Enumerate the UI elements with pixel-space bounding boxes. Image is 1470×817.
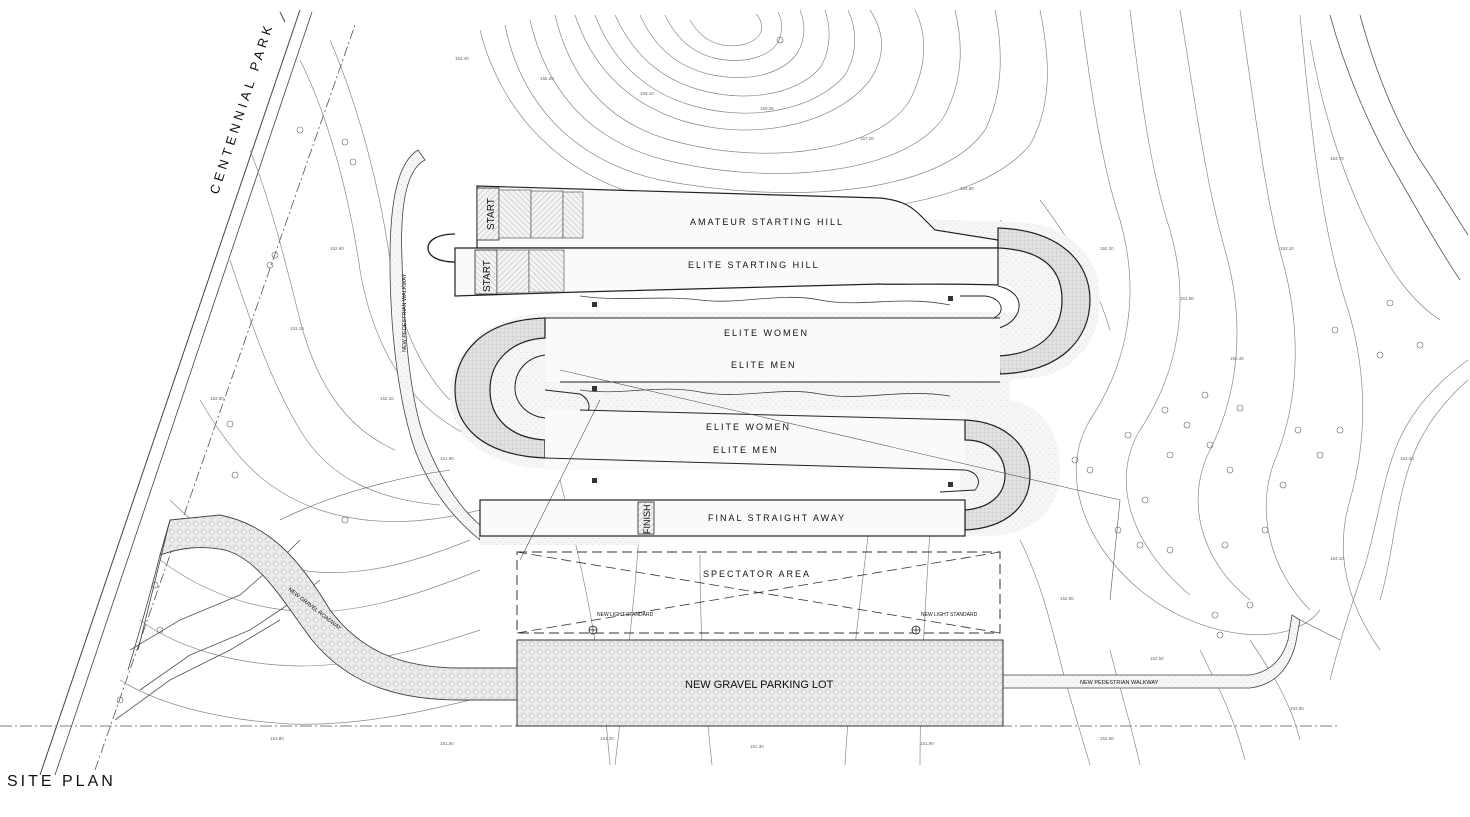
turn-left-middle bbox=[454, 317, 546, 459]
pedestrian-walkway-horizontal bbox=[1001, 614, 1301, 689]
elite-men-label-lower: ELITE MEN bbox=[713, 445, 779, 455]
tree-symbols bbox=[116, 36, 1424, 704]
svg-text:152.60: 152.60 bbox=[1100, 736, 1114, 741]
svg-text:157.20: 157.20 bbox=[860, 136, 874, 141]
gravel-roadway bbox=[159, 514, 519, 701]
light-standard-label-1: NEW LIGHT STANDARD bbox=[597, 612, 654, 618]
spectator-area bbox=[516, 551, 1001, 634]
pedestrian-walkway-vertical bbox=[389, 149, 481, 541]
svg-text:151.30: 151.30 bbox=[750, 744, 764, 749]
terrain-contours bbox=[114, 9, 1469, 766]
svg-text:154.40: 154.40 bbox=[1400, 456, 1414, 461]
svg-text:151.50: 151.50 bbox=[440, 741, 454, 746]
light-standard-label-2: NEW LIGHT STANDARD bbox=[921, 612, 978, 618]
svg-text:153.70: 153.70 bbox=[1330, 156, 1344, 161]
elite-women-label-lower: ELITE WOMEN bbox=[706, 422, 791, 432]
start-label-elite: START bbox=[482, 260, 493, 292]
svg-text:152.60: 152.60 bbox=[330, 246, 344, 251]
finish-line-block bbox=[637, 501, 655, 535]
svg-text:151.80: 151.80 bbox=[270, 736, 284, 741]
elite-starting-hill-label: ELITE STARTING HILL bbox=[688, 260, 820, 270]
svg-text:158.10: 158.10 bbox=[640, 91, 654, 96]
start-label-amateur: START bbox=[486, 198, 497, 230]
svg-text:152.50: 152.50 bbox=[1150, 656, 1164, 661]
turn-right-upper bbox=[997, 227, 1091, 375]
svg-text:153.10: 153.10 bbox=[1280, 246, 1294, 251]
svg-text:160.35: 160.35 bbox=[760, 106, 774, 111]
bollard-rows bbox=[279, 369, 1121, 601]
svg-text:152.20: 152.20 bbox=[380, 396, 394, 401]
svg-text:151.90: 151.90 bbox=[920, 741, 934, 746]
svg-text:152.30: 152.30 bbox=[1100, 246, 1114, 251]
svg-text:151.90: 151.90 bbox=[440, 456, 454, 461]
centennial-park-label: CENTENNIAL PARK bbox=[207, 20, 277, 196]
spectator-area-label: SPECTATOR AREA bbox=[703, 569, 811, 579]
svg-text:153.40: 153.40 bbox=[455, 56, 469, 61]
pedestrian-walkway-label-horizontal: NEW PEDESTRIAN WALKWAY bbox=[1080, 680, 1159, 686]
track-middle-lower bbox=[545, 410, 965, 470]
svg-text:152.45: 152.45 bbox=[1230, 356, 1244, 361]
final-straight-away bbox=[479, 499, 966, 537]
svg-text:152.80: 152.80 bbox=[210, 396, 224, 401]
svg-text:155.20: 155.20 bbox=[540, 76, 554, 81]
gravel-parking-lot bbox=[516, 639, 1004, 727]
final-straight-away-label: FINAL STRAIGHT AWAY bbox=[708, 513, 846, 523]
svg-text:154.10: 154.10 bbox=[1330, 556, 1344, 561]
svg-text:151.90: 151.90 bbox=[1180, 296, 1194, 301]
finish-label: FINISH bbox=[642, 504, 652, 534]
light-standard-icon bbox=[911, 625, 921, 635]
light-standard-icon bbox=[588, 625, 598, 635]
drawing-title: SITE PLAN bbox=[7, 773, 116, 790]
elite-men-label-upper: ELITE MEN bbox=[731, 360, 797, 370]
elite-starting-hill bbox=[454, 247, 999, 297]
svg-text:153.10: 153.10 bbox=[290, 326, 304, 331]
track-middle-upper bbox=[545, 318, 1000, 382]
svg-text:151.20: 151.20 bbox=[600, 736, 614, 741]
svg-text:154.80: 154.80 bbox=[960, 186, 974, 191]
elevation-marks: 153.40 155.20 158.10 160.35 157.20 154.80 1… bbox=[170, 56, 1414, 749]
marker-squares bbox=[592, 296, 953, 487]
elite-women-label-upper: ELITE WOMEN bbox=[724, 328, 809, 338]
svg-text:153.80: 153.80 bbox=[1290, 706, 1304, 711]
pedestrian-walkway-label-vertical: NEW PEDESTRIAN WALKWAY bbox=[402, 273, 408, 352]
parking-lot-label: NEW GRAVEL PARKING LOT bbox=[685, 679, 834, 691]
svg-text:152.80: 152.80 bbox=[1060, 596, 1074, 601]
amateur-starting-hill-label: AMATEUR STARTING HILL bbox=[690, 217, 844, 227]
